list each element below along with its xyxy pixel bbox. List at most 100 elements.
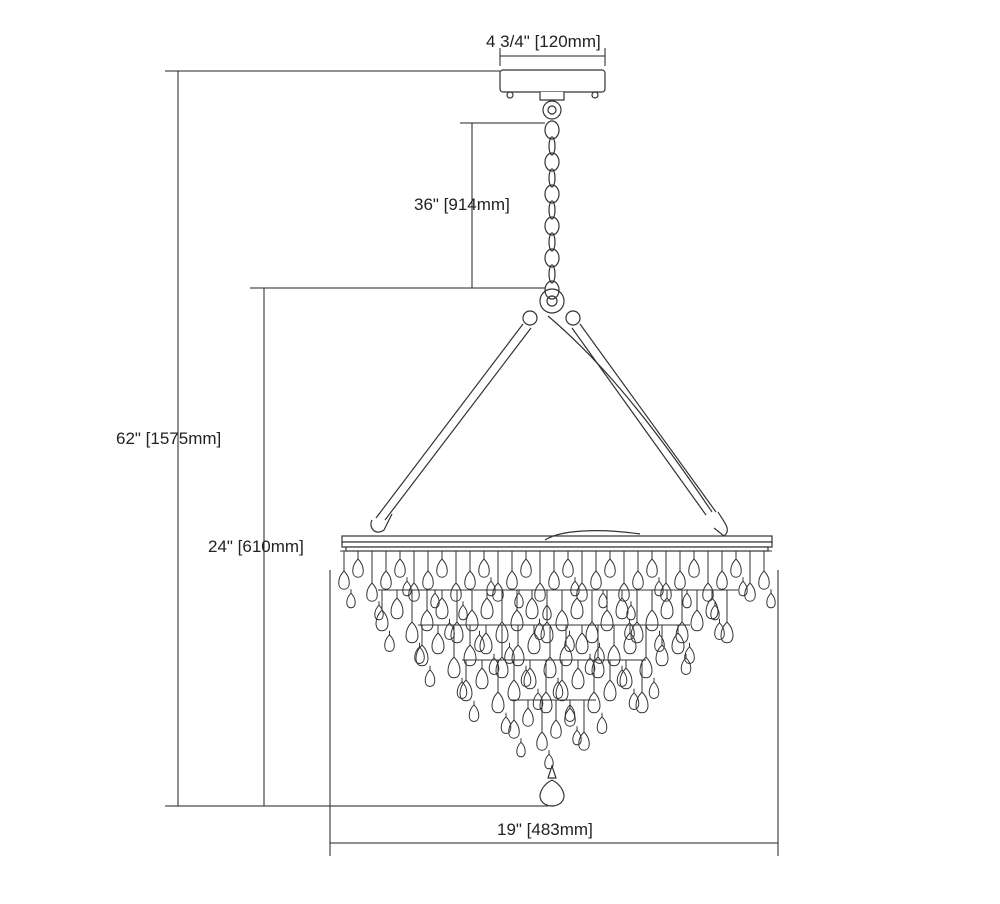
crystal-drop [458, 601, 468, 621]
crystal-drop [744, 551, 756, 602]
crystal-drop [394, 551, 406, 578]
crystal-drop [511, 625, 525, 667]
fixture-height-label: 24" [610mm] [208, 537, 304, 556]
crystal-drop [590, 551, 602, 590]
crystal-drop [564, 700, 576, 727]
dimension-lines [165, 48, 779, 856]
crystal-drop [619, 660, 633, 690]
crystal-drop [655, 625, 669, 667]
crystal-drop [578, 700, 590, 751]
crystal-drop [514, 589, 524, 609]
crystal-drop [436, 551, 448, 578]
crystal-drop [464, 551, 476, 590]
crystal-drop [523, 660, 537, 690]
canopy [499, 69, 606, 120]
crystal-drop [690, 590, 704, 632]
crystal-drop [366, 551, 378, 602]
crystal-drop [714, 618, 725, 640]
crystal-drop [532, 688, 544, 710]
crystal-drop [525, 590, 539, 620]
crystal-drop [384, 630, 395, 652]
chain [544, 120, 560, 300]
overall-height-label: 62" [1575mm] [116, 429, 222, 448]
crystal-drop [615, 590, 629, 620]
crystal-drop [486, 577, 496, 597]
crystal-drop [380, 551, 392, 590]
crystal-drop [645, 590, 659, 632]
crystal-drop [534, 618, 545, 640]
crystal-drop [544, 750, 554, 770]
crystal-drop [639, 625, 653, 679]
crystal-drop [570, 590, 584, 620]
crystal-drop [738, 577, 748, 597]
crystal-drop [414, 642, 425, 664]
crystal-drop [480, 590, 494, 620]
chain-link [544, 248, 560, 268]
crystal-drop [654, 630, 665, 652]
crystal-drop [424, 665, 436, 687]
chain-link [544, 120, 560, 140]
crystal-drop [603, 660, 617, 702]
crystal-drop [682, 589, 692, 609]
crystal-drop [435, 590, 449, 620]
crystal-drop [600, 590, 614, 632]
chain-link [548, 136, 556, 156]
crystal-drop [766, 589, 776, 609]
crystal-drop [688, 551, 700, 578]
crystal-drop [559, 625, 573, 667]
crystal-drop [607, 625, 621, 667]
crystal-drop [675, 590, 689, 644]
chain-link [548, 264, 556, 284]
crystal-drop [474, 630, 485, 652]
frame-ring [341, 530, 773, 552]
crystal-drop [422, 551, 434, 590]
crystal-drop [550, 700, 562, 739]
crystal-drop [510, 590, 524, 632]
crystal-drop [654, 577, 664, 597]
crystal-drop [572, 726, 582, 746]
crystal-drop [628, 688, 640, 710]
crystal-drop [552, 677, 564, 699]
chain-link [544, 152, 560, 172]
crystal-drop [534, 551, 546, 602]
crystal-drop [630, 590, 644, 644]
crystal-drop [646, 551, 658, 578]
crystal-drop [456, 677, 468, 699]
chain-link [548, 168, 556, 188]
chain-link [544, 184, 560, 204]
crystal-drop [635, 660, 649, 714]
chain-link [548, 200, 556, 220]
crystal-drop [390, 590, 404, 620]
crystal-drop [495, 625, 509, 679]
crystal-drop [475, 660, 489, 690]
crystal-drop [430, 589, 440, 609]
crystal-drop [402, 577, 412, 597]
crystal-drop [540, 590, 554, 644]
crystal-drop [624, 618, 635, 640]
crystal-drop [716, 551, 728, 590]
crystal-drop [594, 642, 605, 664]
crystal-drop [516, 738, 526, 758]
crystal-drop [479, 625, 493, 655]
crystal-drop [548, 551, 560, 590]
crystal-drop [555, 590, 569, 632]
crystal-drop [463, 625, 477, 667]
crystal-drop [730, 551, 742, 578]
crystal-drop [684, 642, 695, 664]
crystal-drop [444, 618, 455, 640]
bottom-finial [539, 764, 565, 807]
crystal-drop [674, 551, 686, 590]
crystal-drop [346, 589, 356, 609]
crystal-drop [632, 551, 644, 590]
chain-link [548, 232, 556, 252]
crystal-drop [705, 590, 719, 620]
crystal-drop [352, 551, 364, 578]
fixture-width-label: 19" [483mm] [497, 820, 593, 839]
crystal-drop [478, 551, 490, 578]
crystal-drop [648, 677, 660, 699]
crystal-drop [585, 590, 599, 644]
crystal-drop [536, 700, 548, 751]
crystal-drop [450, 551, 462, 602]
crystal-drop [660, 590, 674, 620]
